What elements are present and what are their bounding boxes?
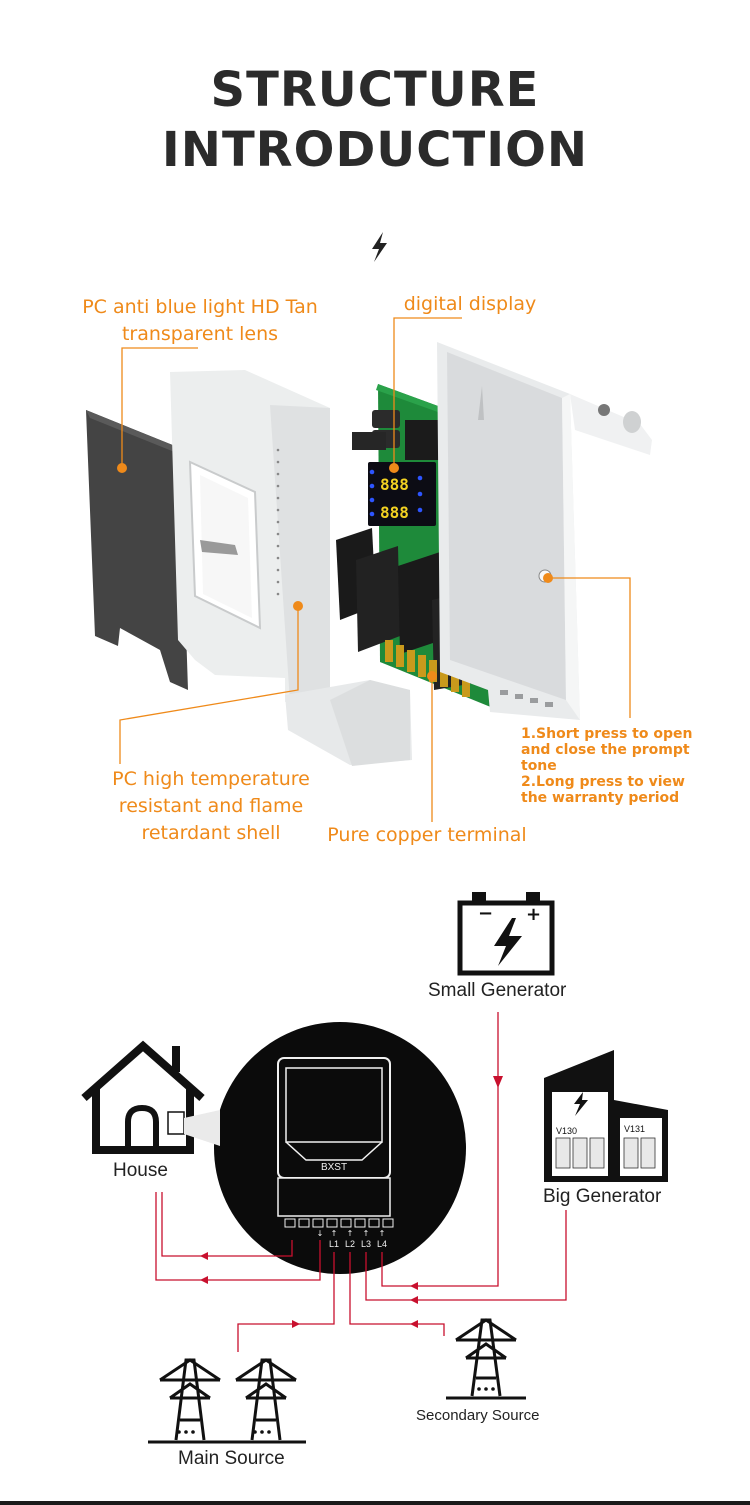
house-label: House: [113, 1160, 168, 1181]
svg-text:↑: ↑: [363, 1229, 370, 1238]
secondary-source-tower: [455, 1318, 517, 1397]
main-source-tower-1: [159, 1358, 221, 1441]
display-callout: digital display: [403, 293, 537, 315]
terminal-l3: L3: [361, 1239, 371, 1249]
breaker-model-2: V131: [624, 1124, 645, 1134]
svg-text:↑: ↑: [331, 1229, 338, 1238]
secondary-source-label: Secondary Source: [416, 1407, 540, 1424]
button-marker: [543, 573, 553, 583]
wiring-lines: [155, 1012, 567, 1352]
shell-callout: PC high temperature resistant and flame …: [112, 768, 310, 844]
title-line-2: INTRODUCTION: [161, 122, 589, 178]
svg-text:↑: ↑: [347, 1229, 354, 1238]
title-line-1: STRUCTURE: [210, 62, 540, 118]
main-source-label: Main Source: [178, 1448, 285, 1469]
display-marker: [389, 463, 399, 473]
small-generator-label: Small Generator: [428, 980, 567, 1001]
wiring-arrows: [200, 1076, 503, 1328]
lightning-bolt-icon: [372, 232, 387, 262]
main-source-tower-2: [235, 1358, 297, 1441]
big-generator-label: Big Generator: [543, 1186, 662, 1207]
front-shell: [170, 370, 412, 766]
bottom-rule: [0, 1501, 750, 1505]
terminal-marker: [427, 671, 437, 681]
back-shell: [437, 342, 652, 720]
svg-text:↑: ↑: [379, 1229, 386, 1238]
device-brand: BXST: [321, 1162, 347, 1173]
button-note-2: 2.Long press to view the warranty period: [521, 774, 685, 806]
lens-panel: [86, 410, 188, 690]
svg-text:+: +: [526, 904, 541, 925]
lens-marker: [117, 463, 127, 473]
terminal-l2: L2: [345, 1239, 355, 1249]
svg-text:↓: ↓: [317, 1229, 324, 1238]
display-digits-top: 888: [380, 475, 409, 494]
terminal-l1: L1: [329, 1239, 339, 1249]
big-generator-icon: V130 V131: [544, 1050, 668, 1182]
callout-leaders: [119, 317, 631, 822]
transfer-switch-device: BXST ↓ ↑ ↑ ↑ ↑ L1 L2 L3 L4: [277, 1057, 394, 1249]
lens-callout: PC anti blue light HD Tan transparent le…: [82, 296, 318, 345]
button-note-1: 1.Short press to open and close the prom…: [521, 726, 693, 774]
shell-marker: [293, 601, 303, 611]
battery-icon: − +: [457, 892, 555, 976]
terminal-callout: Pure copper terminal: [327, 824, 527, 846]
display-digits-bottom: 888: [380, 503, 409, 522]
terminal-l4: L4: [377, 1239, 387, 1249]
svg-text:−: −: [478, 903, 493, 924]
breaker-model-1: V130: [556, 1126, 577, 1136]
